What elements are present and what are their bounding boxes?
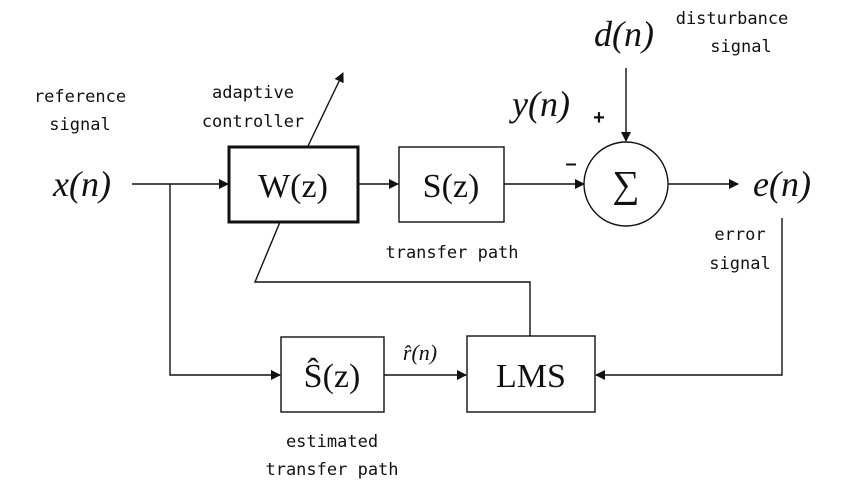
error-label-line1: error	[714, 225, 765, 245]
w-block	[227, 145, 360, 224]
minus-sign: –	[565, 153, 576, 175]
adaptation-arrow	[307, 72, 344, 147]
lms-to-w-update-line	[253, 209, 531, 336]
s-block	[398, 146, 505, 223]
reference-label-line1: reference	[34, 87, 126, 107]
adaptive-label-line1: adaptive	[212, 83, 294, 103]
d-signal-label: d(n)	[594, 14, 654, 54]
e-to-lms-arrow	[595, 218, 783, 380]
disturbance-label-line1: disturbance	[676, 9, 789, 29]
s-hat-block-label: Ŝ(z)	[304, 357, 361, 395]
r-hat-signal-label: r̂(n)	[403, 340, 437, 365]
sum-symbol: ∑	[612, 164, 639, 206]
s-hat-block	[280, 336, 385, 413]
x-to-shat-arrow	[169, 184, 281, 380]
summing-junction	[583, 141, 669, 227]
transfer-path-label: transfer path	[385, 243, 518, 263]
e-signal-label: e(n)	[753, 164, 811, 204]
lms-block	[466, 335, 596, 413]
error-label-line2: signal	[709, 254, 770, 274]
y-signal-label: y(n)	[509, 84, 570, 124]
estimated-label-line2: transfer path	[265, 460, 398, 480]
lms-block-label: LMS	[496, 358, 566, 395]
reference-label-line2: signal	[49, 115, 110, 135]
plus-sign: +	[593, 107, 605, 129]
adaptive-label-line2: controller	[202, 112, 304, 132]
disturbance-label-line2: signal	[710, 37, 771, 57]
estimated-label-line1: estimated	[286, 432, 378, 452]
w-block-label: W(z)	[258, 168, 328, 205]
s-block-label: S(z)	[423, 168, 480, 205]
x-signal-label: x(n)	[52, 164, 111, 204]
